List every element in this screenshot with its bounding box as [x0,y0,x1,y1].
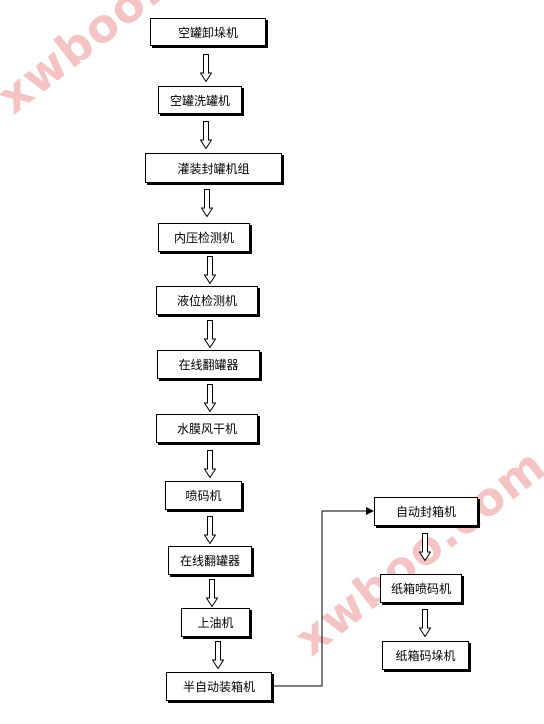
down-arrow-icon [212,641,224,669]
down-arrow-icon [204,320,216,348]
step-carton-coding-machine: 纸箱喷码机 [380,574,462,603]
step-semi-auto-case-packer: 半自动装箱机 [166,672,272,701]
step-empty-can-washer: 空罐洗罐机 [158,86,242,114]
down-arrow-icon [200,121,212,149]
down-arrow-icon [204,516,216,544]
step-oiling-machine: 上油机 [181,608,250,637]
down-arrow-icon [201,189,213,217]
step-empty-can-depalletizer: 空罐卸垛机 [150,18,266,46]
step-water-film-dryer: 水膜风干机 [156,414,258,443]
step-inline-can-inverter-1: 在线翻罐器 [157,350,260,379]
down-arrow-icon [204,384,216,412]
down-arrow-icon [204,256,216,284]
down-arrow-icon [204,450,216,478]
step-coding-machine: 喷码机 [165,481,242,510]
step-carton-palletizer: 纸箱码垛机 [382,641,469,670]
arrowhead-icon [366,507,374,515]
step-internal-pressure-tester: 内压检测机 [158,223,250,252]
down-arrow-icon [419,533,431,561]
step-liquid-level-tester: 液位检测机 [156,286,258,315]
step-auto-case-sealer: 自动封箱机 [374,497,478,526]
down-arrow-icon [206,579,218,607]
step-inline-can-inverter-2: 在线翻罐器 [168,546,252,575]
down-arrow-icon [200,54,212,82]
step-filling-seaming-unit: 灌装封罐机组 [145,153,282,183]
down-arrow-icon [419,609,431,637]
